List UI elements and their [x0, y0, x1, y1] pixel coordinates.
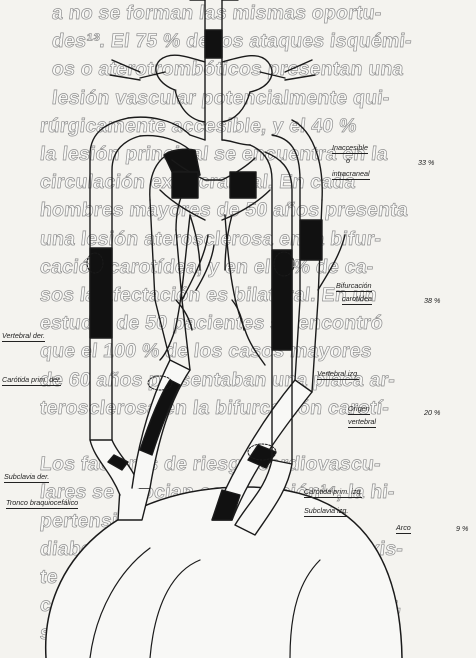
circle-of-willis [156, 55, 272, 92]
label-intracraneal: intracraneal [332, 169, 370, 178]
label-arco: Arco [396, 523, 411, 532]
label-carotida-prim-der: Carótida prim. der. [2, 375, 61, 384]
label-vertebral: vertebral [348, 417, 376, 426]
label-subclavia-izq: Subclavia izq. [304, 506, 348, 515]
label-subclavia-der: Subclavia der. [4, 472, 49, 481]
label-carotidea: carotídea [342, 294, 372, 303]
label-vertebral-der: Vertebral der. [2, 331, 45, 340]
label-vertebral-izq: Vertebral izq. [317, 369, 359, 378]
label-tronco-braquiocefalico: Tronco braquiocefálico [6, 498, 78, 507]
label-o: o [346, 156, 350, 165]
pct-vertebral: 20 % [424, 408, 440, 417]
label-origen: Origen [348, 404, 370, 413]
label-bifurcacion: Bifurcación [336, 281, 372, 290]
label-carotida-prim-izq: Carótida prim. izq. [304, 487, 362, 496]
label-inaccesible: Inaccesible [332, 143, 368, 152]
pct-arco: 9 % [456, 524, 468, 533]
pct-bifurcacion: 38 % [424, 296, 440, 305]
pct-intracraneal: 33 % [418, 158, 434, 167]
